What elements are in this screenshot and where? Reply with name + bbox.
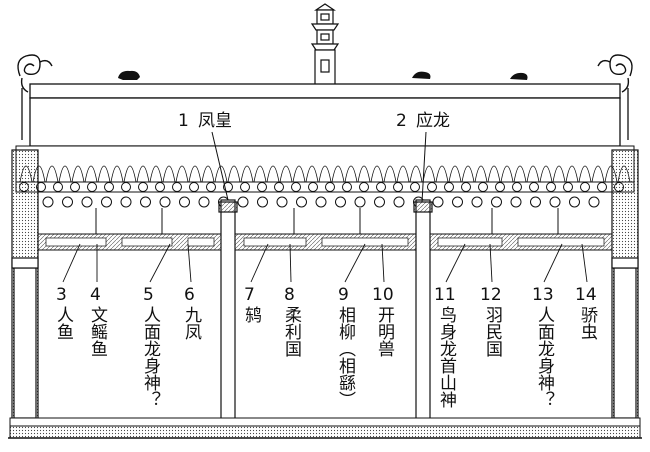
left-corner-column <box>11 149 39 421</box>
tile-end-row <box>15 181 635 193</box>
bay-label-12-number: 12 <box>480 285 502 305</box>
bay-label-6-name: 九凤 <box>181 306 202 340</box>
bay-label-9: 9相柳（相繇） <box>335 285 356 408</box>
roof-label-2-number: 2 <box>396 111 407 131</box>
bay-label-7-name: 鸫 <box>241 306 262 324</box>
roof-creature-icons <box>118 70 528 80</box>
bay-label-14-number: 14 <box>575 285 597 305</box>
roof-leader-lines <box>211 131 427 203</box>
right-corner-column <box>611 149 639 421</box>
bay-label-4-number: 4 <box>90 285 101 305</box>
base-platform <box>8 417 642 439</box>
bay-label-10-number: 10 <box>372 285 394 305</box>
bay-label-10-name: 开明兽 <box>374 306 395 357</box>
roof-tower-ornament <box>310 3 340 86</box>
roof-label-1: 1 凤皇 <box>178 111 232 131</box>
left-dragon-finial-icon <box>17 54 53 93</box>
bay-label-8-name: 柔利国 <box>281 306 302 357</box>
bay-leader-lines <box>62 243 588 283</box>
bay-label-14-name: 骄虫 <box>577 306 598 340</box>
bay-label-13-name: 人面龙身神？ <box>534 306 555 408</box>
bay-label-8-number: 8 <box>284 285 295 305</box>
roof-label-2: 2 应龙 <box>396 111 450 131</box>
bay-label-9-name: 相柳（相繇） <box>335 306 356 408</box>
bay-label-3-name: 人鱼 <box>53 306 74 340</box>
bay-label-5-number: 5 <box>143 285 154 305</box>
bay-label-6-number: 6 <box>184 285 195 305</box>
bay-label-11-name: 鸟身龙首山神 <box>436 306 457 408</box>
bay-label-13-number: 13 <box>532 285 554 305</box>
bay-label-4-name: 文鳐鱼 <box>87 306 108 357</box>
main-beam <box>37 233 613 251</box>
bay-label-12-name: 羽民国 <box>482 306 503 357</box>
roof-label-2-name: 应龙 <box>416 111 450 131</box>
bay-label-3: 3人鱼 <box>53 285 74 340</box>
interior-pillars <box>218 199 433 421</box>
roof-label-1-number: 1 <box>178 111 189 131</box>
roof-body <box>21 83 629 147</box>
roof-label-1-name: 凤皇 <box>198 111 232 131</box>
bay-label-9-number: 9 <box>338 285 349 305</box>
roof-tile-band <box>15 145 635 183</box>
bay-label-7: 7鸫 <box>241 285 262 324</box>
bay-label-6: 6九凤 <box>181 285 202 340</box>
bay-label-5-name: 人面龙身神？ <box>140 306 161 408</box>
bay-label-3-number: 3 <box>56 285 67 305</box>
bracket-zone <box>37 191 613 235</box>
bay-label-7-number: 7 <box>244 285 255 305</box>
bay-label-11-number: 11 <box>434 285 456 305</box>
right-dragon-finial-icon <box>597 54 633 93</box>
